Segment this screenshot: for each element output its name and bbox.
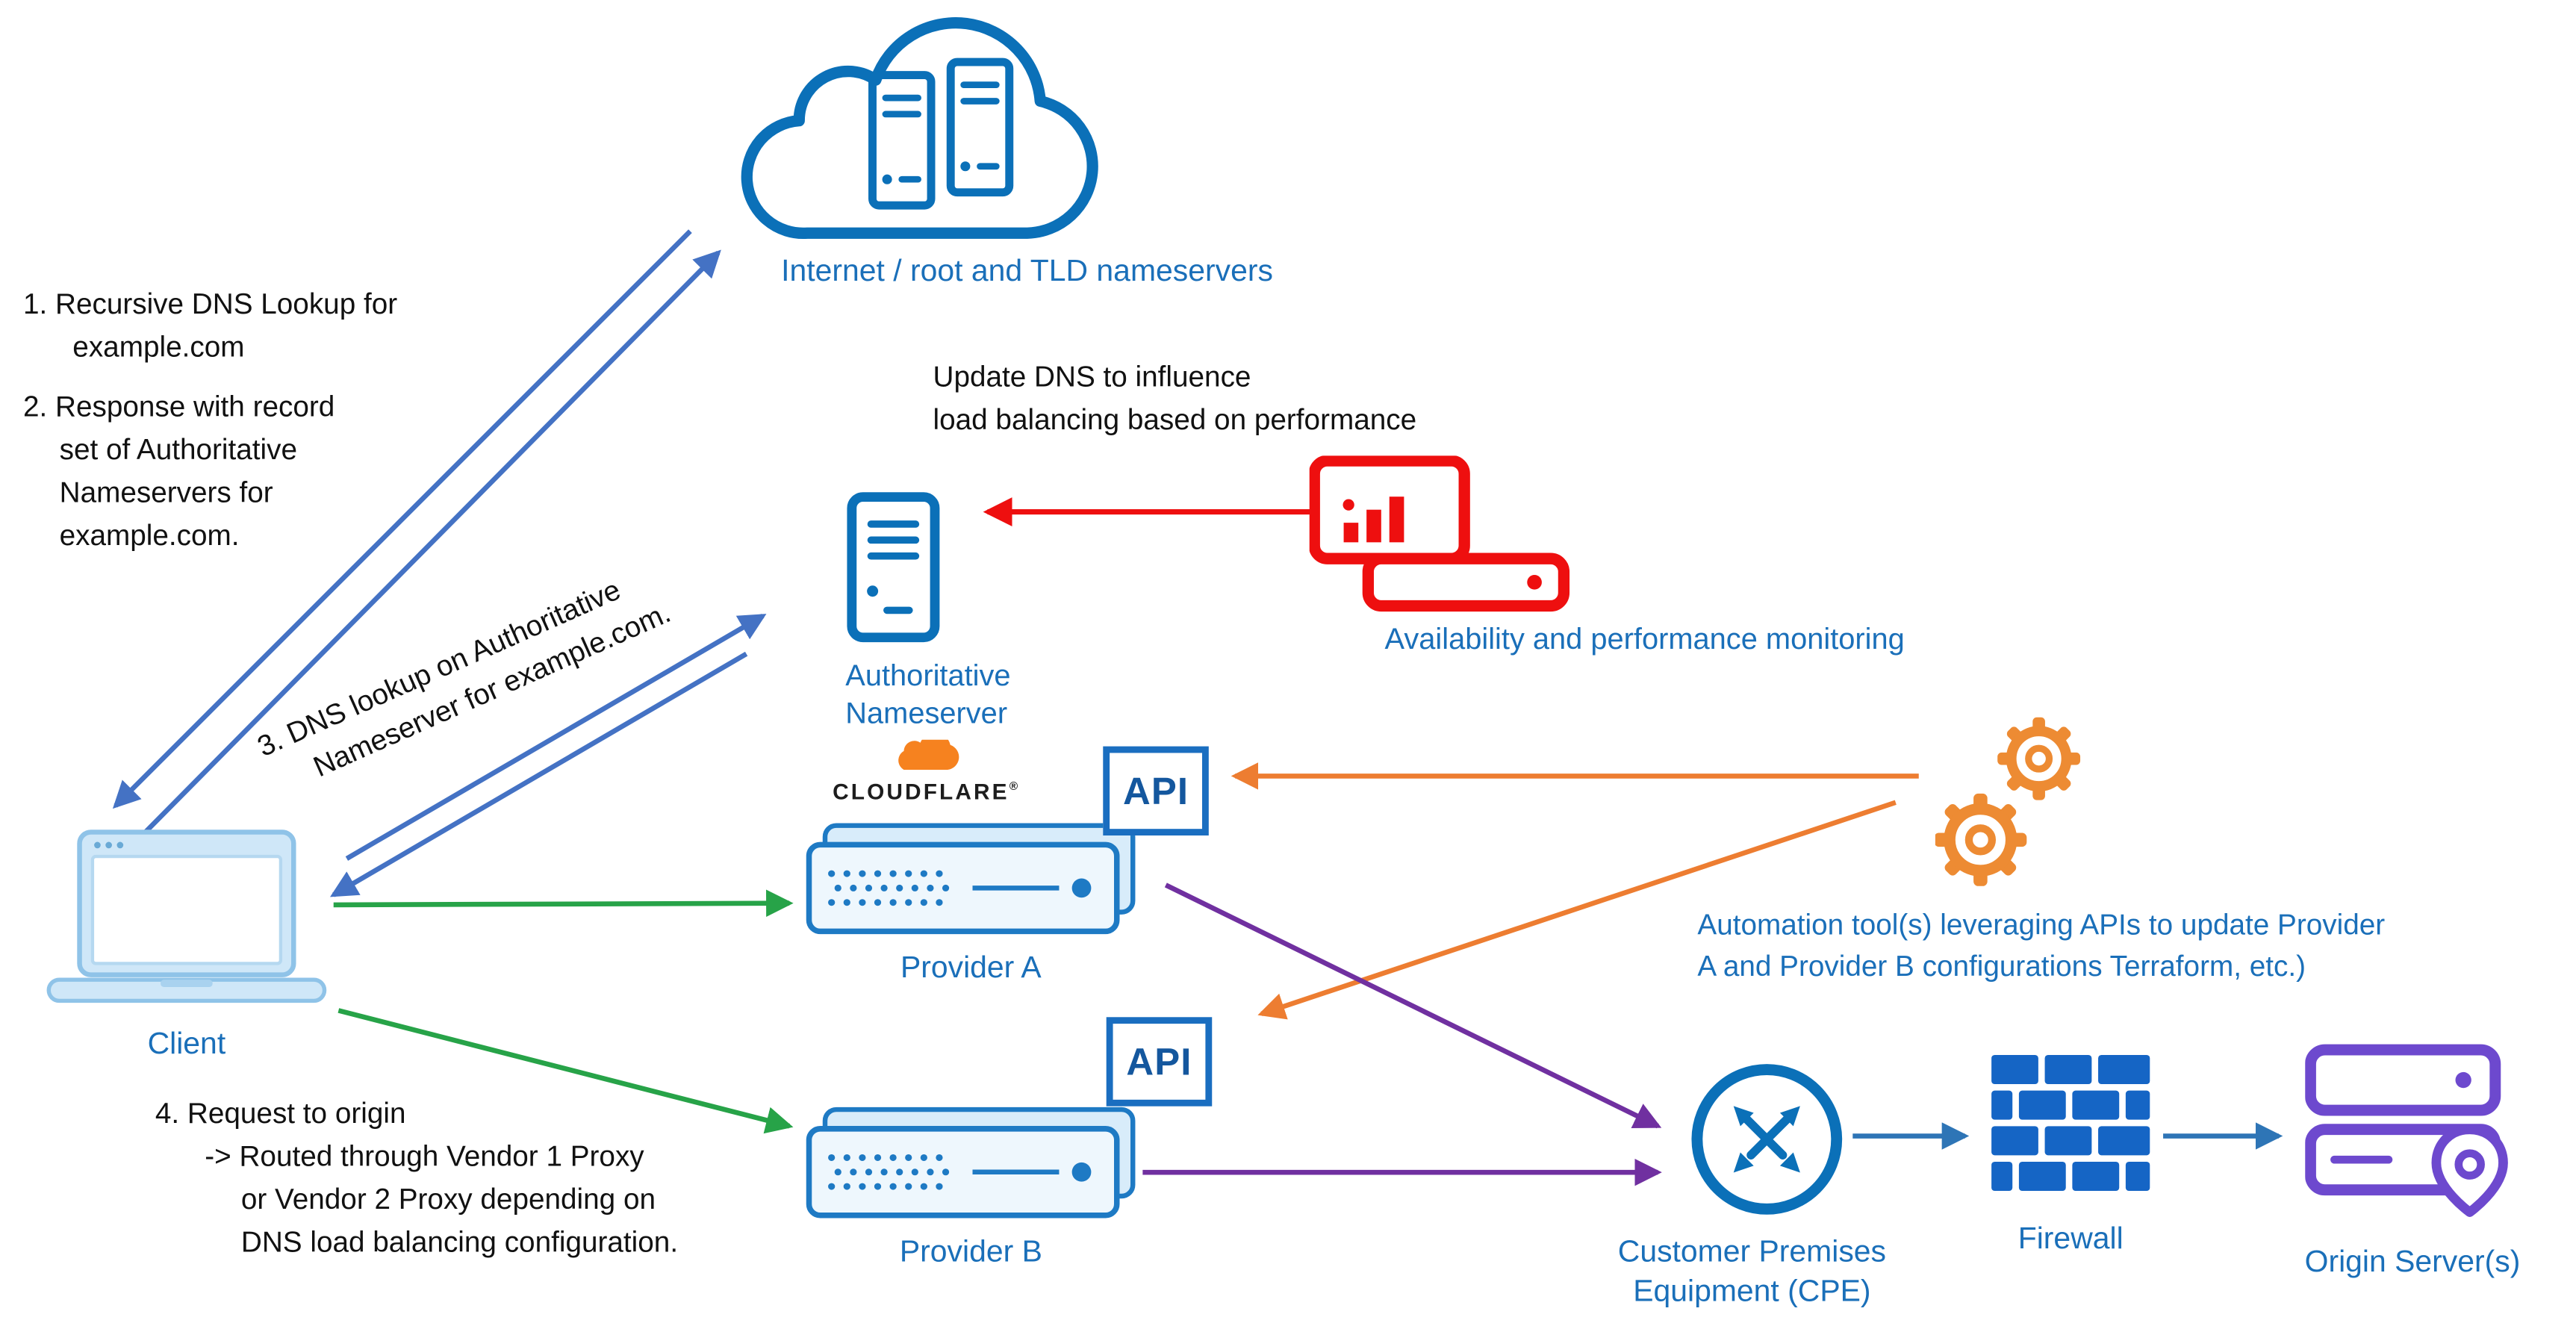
monitoring-icon: [1309, 455, 1570, 612]
arrow-provider-a-to-cpe: [1164, 883, 1662, 1129]
authns-label-line2: Nameserver: [845, 697, 1008, 731]
update-dns-line1: Update DNS to influence: [933, 360, 1251, 393]
automation-text: Automation tool(s) leveraging APIs to up…: [1697, 905, 2385, 989]
provider-b-appliance-icon: [806, 1107, 1136, 1218]
step2-line3: Nameservers for: [59, 475, 273, 508]
authoritative-nameserver-label: Authoritative Nameserver: [845, 657, 1010, 734]
client-laptop-icon: [46, 830, 327, 1003]
cpe-label-line1: Customer Premises: [1617, 1233, 1887, 1269]
origin-server-icon: [2305, 1044, 2508, 1217]
cloudflare-registered-mark: ®: [1009, 782, 1021, 794]
cpe-label: Customer Premises Equipment (CPE): [1577, 1232, 1927, 1311]
annotation-update-dns: Update DNS to influence load balancing b…: [933, 357, 1416, 443]
firewall-label: Firewall: [2017, 1220, 2124, 1255]
step4-line2: -> Routed through Vendor 1 Proxy: [205, 1139, 644, 1172]
arrow-internet-to-client: [112, 229, 692, 809]
update-dns-line2: load balancing based on performance: [933, 402, 1417, 436]
arrow-authns-to-client: [329, 651, 748, 897]
step2-line1: 2. Response with record: [22, 389, 335, 423]
arrow-client-to-authns: [345, 614, 767, 861]
automation-gears-icon: [1935, 710, 2094, 898]
provider-a-label: Provider A: [900, 949, 1042, 985]
step4-line3: or Vendor 2 Proxy depending on: [240, 1181, 656, 1216]
provider-b-label: Provider B: [899, 1233, 1042, 1269]
automation-line2: A and Provider B configurations Terrafor…: [1697, 950, 2306, 983]
step4-line1: 4. Request to origin: [155, 1096, 406, 1130]
internet-label: Internet / root and TLD nameservers: [781, 252, 1273, 287]
internet-cloud-icon: [741, 17, 1098, 240]
cpe-router-icon: [1691, 1064, 1843, 1215]
provider-a-api-box: API: [1103, 746, 1209, 836]
provider-b-api-label: API: [1126, 1039, 1192, 1083]
arrow-client-to-internet: [143, 249, 721, 834]
step2-line2: set of Authoritative: [59, 432, 298, 466]
provider-a-appliance-icon: [806, 823, 1136, 935]
authns-label-line1: Authoritative: [845, 659, 1011, 692]
arrow-client-to-provider-b: [337, 1008, 794, 1134]
provider-a-api-label: API: [1122, 768, 1189, 812]
annotation-step2: 2. Response with record set of Authorita…: [23, 386, 335, 557]
cpe-label-line2: Equipment (CPE): [1633, 1273, 1871, 1308]
arrow-automation-to-api-b: [1257, 800, 1897, 1020]
provider-b-api-box: API: [1106, 1017, 1213, 1107]
authoritative-nameserver-icon: [847, 492, 940, 643]
monitoring-label: Availability and performance monitoring: [1384, 622, 1905, 656]
arrow-client-to-provider-a: [333, 889, 794, 918]
step2-line4: example.com.: [59, 517, 240, 551]
firewall-icon: [1991, 1055, 2150, 1191]
cloudflare-logo: CLOUDFLARE®: [815, 732, 1036, 806]
step4-line4: DNS load balancing configuration.: [240, 1224, 679, 1258]
step1-line2: example.com: [72, 330, 245, 364]
annotation-step4: 4. Request to origin -> Routed through V…: [155, 1093, 678, 1264]
cloudflare-cloud-icon: [898, 732, 959, 770]
cloudflare-logo-text: CLOUDFLARE®: [833, 779, 1021, 805]
step1-line1: 1. Recursive DNS Lookup for: [22, 287, 398, 321]
origin-server-label: Origin Server(s): [2304, 1243, 2521, 1278]
annotation-step1: 1. Recursive DNS Lookup for example.com: [23, 284, 397, 370]
automation-line1: Automation tool(s) leveraging APIs to up…: [1697, 908, 2386, 941]
client-label: Client: [147, 1025, 226, 1060]
